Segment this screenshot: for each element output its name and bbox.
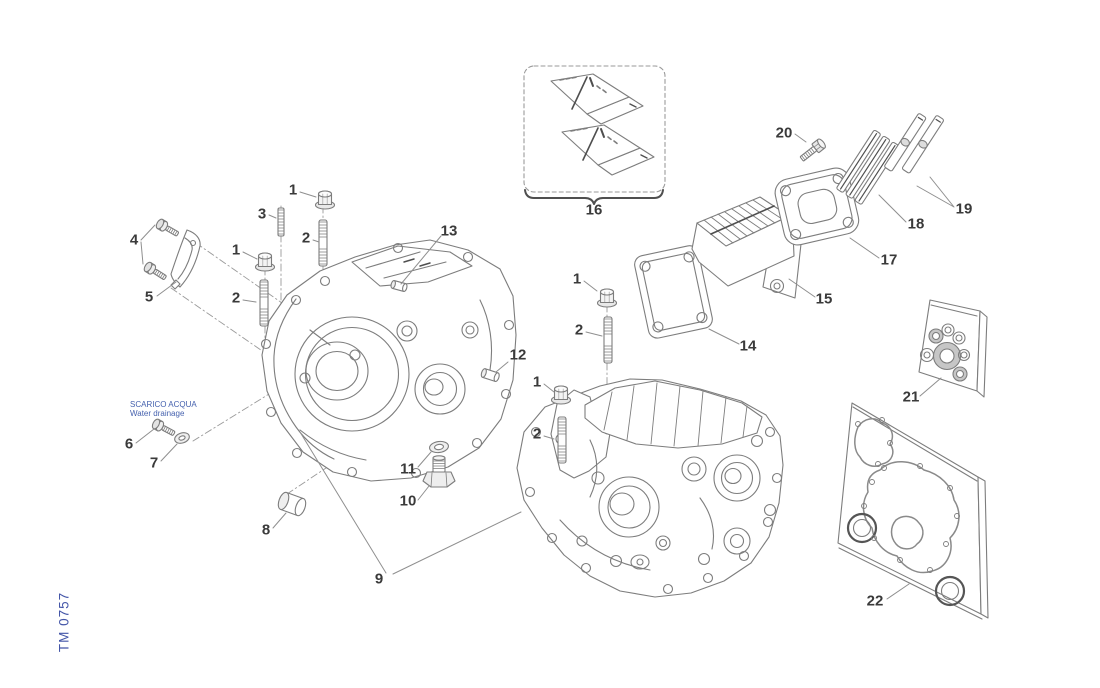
part-right-crankcase xyxy=(516,378,784,598)
part-bracket-5 xyxy=(170,229,201,290)
part-label-20: 20 xyxy=(775,124,793,142)
part-label-2: 2 xyxy=(574,321,584,339)
part-label-1: 1 xyxy=(532,373,542,391)
part-screw-4a xyxy=(154,217,181,240)
part-label-11: 11 xyxy=(400,460,416,478)
part-nut-1b xyxy=(254,252,276,272)
part-label-2: 2 xyxy=(301,229,311,247)
part-petals-18 xyxy=(836,129,900,205)
right-case-bolt-holes xyxy=(524,426,783,595)
part-label-10: 10 xyxy=(399,492,417,510)
part-label-18: 18 xyxy=(907,215,925,233)
part-seal-kit-21 xyxy=(918,299,988,398)
part-nut-1d xyxy=(550,385,572,405)
part-label-17: 17 xyxy=(880,251,898,269)
part-left-crankcase xyxy=(260,239,517,482)
leader-lines xyxy=(135,133,955,600)
part-label-16: 16 xyxy=(585,201,603,219)
part-label-1: 1 xyxy=(288,181,298,199)
part-label-2: 2 xyxy=(231,289,241,307)
document-code: TM 0757 xyxy=(56,591,72,653)
left-case-bolt-holes xyxy=(260,242,515,479)
water-drainage-note: SCARICO ACQUA Water drainage xyxy=(130,400,197,418)
part-nut-1a xyxy=(314,190,336,210)
part-stud-2d xyxy=(557,416,567,464)
part-bolt-20 xyxy=(799,138,826,162)
part-dowel-13 xyxy=(390,279,408,293)
brace-16 xyxy=(524,189,664,205)
part-stops-19 xyxy=(884,113,944,174)
part-label-6: 6 xyxy=(124,435,134,453)
part-bushing-8 xyxy=(277,491,307,517)
part-gasket-14 xyxy=(634,245,713,339)
part-label-15: 15 xyxy=(815,290,833,308)
part-gasket-kit-22 xyxy=(837,402,989,620)
part-label-12: 12 xyxy=(509,346,527,364)
part-washer-11 xyxy=(429,440,449,454)
part-label-19: 19 xyxy=(955,200,973,218)
part-nut-1c xyxy=(596,288,618,308)
part-dowel-12 xyxy=(480,368,500,383)
part-label-1: 1 xyxy=(572,270,582,288)
part-stud-2b xyxy=(259,279,269,327)
part-label-5: 5 xyxy=(144,288,154,306)
part-drain-plug-10 xyxy=(422,455,456,488)
part-label-21: 21 xyxy=(902,388,920,406)
water-drainage-note-english: Water drainage xyxy=(130,409,185,418)
part-screw-4b xyxy=(142,260,169,283)
part-label-1: 1 xyxy=(231,241,241,259)
part-stud-2a xyxy=(318,219,328,267)
part-label-13: 13 xyxy=(440,222,458,240)
part-label-14: 14 xyxy=(739,337,757,355)
part-screw-6 xyxy=(150,417,178,439)
part-label-7: 7 xyxy=(149,454,159,472)
part-label-3: 3 xyxy=(257,205,267,223)
part-label-4: 4 xyxy=(129,231,139,249)
part-label-2: 2 xyxy=(532,425,542,443)
part-label-9: 9 xyxy=(374,570,384,588)
part-stud-2c xyxy=(603,316,613,364)
group-box-16 xyxy=(523,65,666,205)
part-stud-3 xyxy=(277,207,285,237)
part-label-22: 22 xyxy=(866,592,884,610)
reed-petal xyxy=(550,73,644,125)
water-drainage-note-italian: SCARICO ACQUA xyxy=(130,400,197,409)
part-label-8: 8 xyxy=(261,521,271,539)
part-washer-7 xyxy=(174,432,190,444)
